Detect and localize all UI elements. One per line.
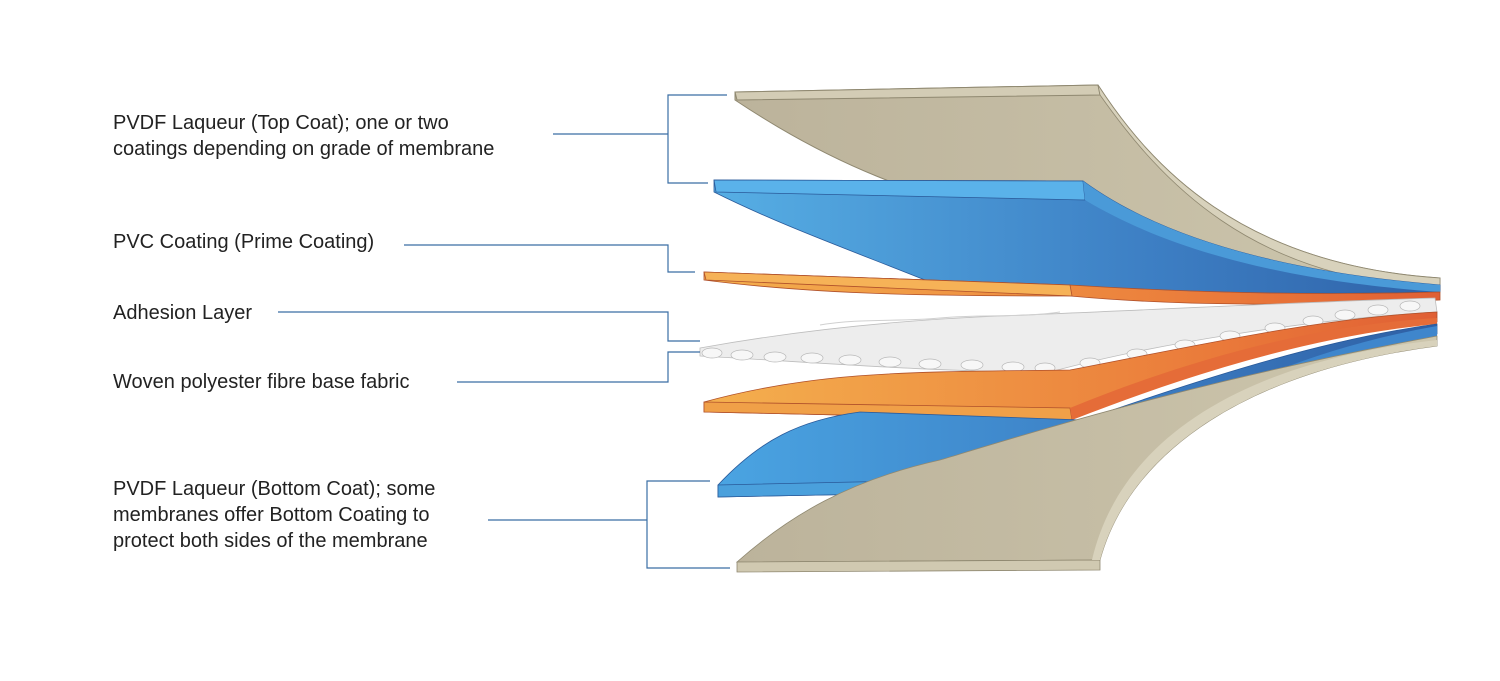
bottom-coat-label-line-3: protect both sides of the membrane bbox=[113, 530, 428, 552]
fabric-label: Woven polyester fibre base fabric bbox=[113, 369, 409, 395]
bottom-coat-tan-layer bbox=[735, 335, 1438, 573]
prime-coating-orange-layer bbox=[703, 271, 1441, 305]
prime-coating-label-line-1: PVC Coating (Prime Coating) bbox=[113, 231, 375, 253]
bottom-coat-label-line-2: membranes offer Bottom Coating to bbox=[113, 504, 430, 526]
top-coat-bracket bbox=[667, 94, 727, 184]
prime-coating-label: PVC Coating (Prime Coating) bbox=[113, 229, 374, 255]
top-coat-blue-layer bbox=[713, 179, 1441, 294]
top-coat-label-line-2: coatings depending on grade of membrane bbox=[113, 138, 495, 160]
adhesion-leader bbox=[278, 311, 700, 342]
prime-coating-leader bbox=[404, 244, 695, 273]
fabric-label-line-1: Woven polyester fibre base fabric bbox=[113, 371, 410, 393]
adhesion-layer-label-line-1: Adhesion Layer bbox=[113, 302, 252, 324]
fabric-leader bbox=[457, 351, 700, 383]
adhesion-layer-label: Adhesion Layer bbox=[113, 300, 252, 326]
bottom-coat-bracket bbox=[646, 480, 730, 569]
bottom-orange-layer bbox=[703, 311, 1438, 421]
top-coat-label-line-1: PVDF Laqueur (Top Coat); one or two bbox=[113, 112, 449, 134]
leader-lines bbox=[278, 94, 730, 569]
top-coat-label: PVDF Laqueur (Top Coat); one or two coat… bbox=[113, 110, 494, 162]
bottom-coat-label-line-1: PVDF Laqueur (Bottom Coat); some bbox=[113, 478, 436, 500]
bottom-coat-label: PVDF Laqueur (Bottom Coat); some membran… bbox=[113, 476, 435, 554]
